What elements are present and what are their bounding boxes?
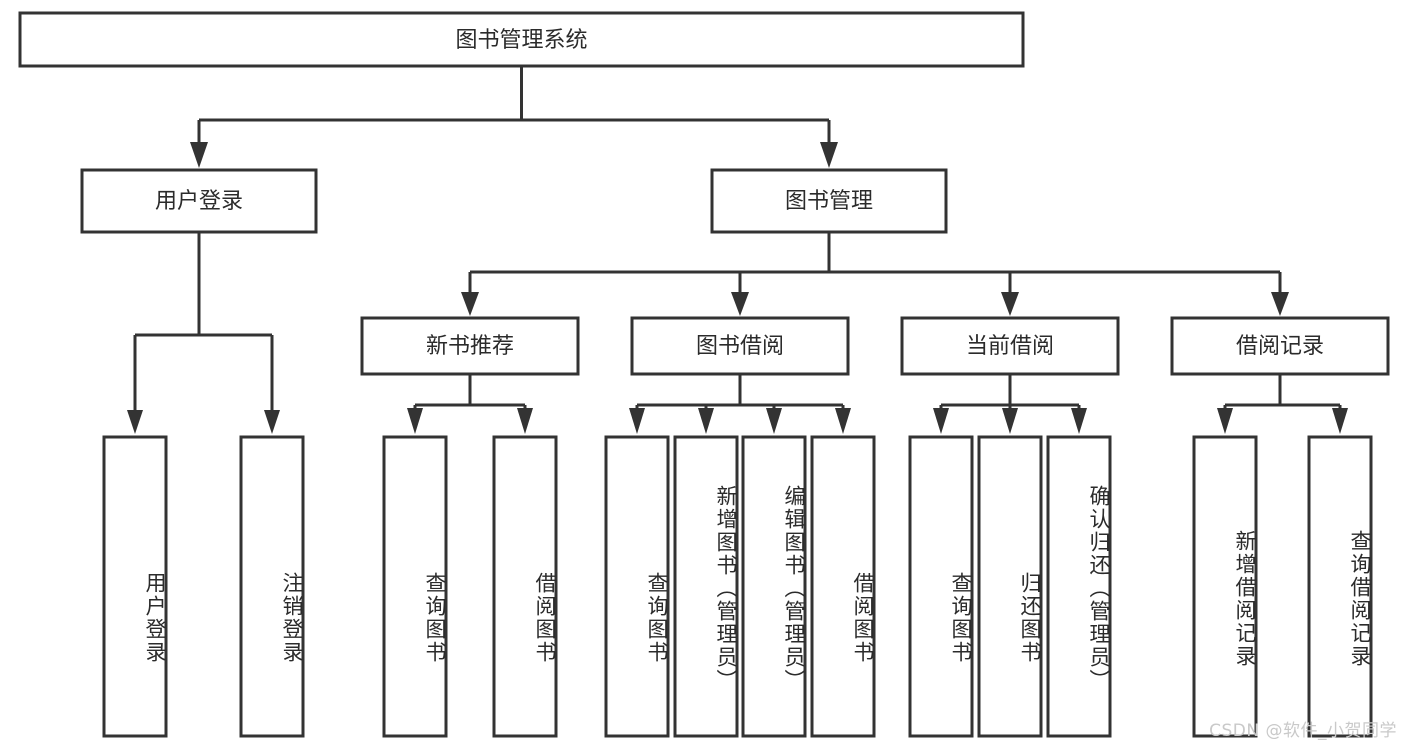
arrowhead-br-leaf2 [1332, 408, 1348, 434]
arrowhead-leaf-logout [264, 410, 280, 434]
leaf-rect-book-borrow-4[interactable] [810, 435, 876, 738]
node-user-login-rect[interactable] [80, 168, 318, 234]
arrowhead-new-book [461, 292, 479, 316]
arrowhead-book-manage [820, 142, 838, 168]
arrowhead-bb-leaf2 [698, 408, 714, 434]
arrowhead-nb-leaf2 [517, 408, 533, 434]
leaf-rect-book-borrow-2[interactable] [673, 435, 739, 738]
arrowhead-cb-leaf3 [1071, 408, 1087, 434]
node-book-borrow-rect[interactable] [630, 316, 850, 376]
arrowhead-leaf-user-login [127, 410, 143, 434]
node-borrow-record-label: 借阅记录 [1236, 334, 1324, 359]
node-borrow-record[interactable]: 借阅记录 [1170, 316, 1390, 376]
leaf-rect-new-book-2[interactable] [492, 435, 558, 738]
leaf-rect-current-borrow-2[interactable] [977, 435, 1043, 738]
node-borrow-record-rect[interactable] [1170, 316, 1390, 376]
arrowhead-nb-leaf1 [407, 408, 423, 434]
arrowhead-current-borrow [1001, 292, 1019, 316]
connector-layer [127, 66, 1348, 434]
node-new-book-recommend[interactable]: 新书推荐 [360, 316, 580, 376]
arrowhead-user-login [190, 142, 208, 168]
leaf-rect-new-book-1[interactable] [382, 435, 448, 738]
arrowhead-cb-leaf2 [1002, 408, 1018, 434]
arrowhead-bb-leaf3 [766, 408, 782, 434]
node-root[interactable]: 图书管理系统 [18, 11, 1025, 68]
arrowhead-br-leaf1 [1217, 408, 1233, 434]
node-book-borrow-label: 图书借阅 [696, 334, 784, 359]
csdn-watermark: CSDN @软件_小贺同学 [1209, 721, 1397, 741]
node-user-login-label: 用户登录 [155, 189, 243, 214]
leaf-rect-borrow-record-2[interactable] [1307, 435, 1373, 738]
leaf-rect-borrow-record-1[interactable] [1192, 435, 1258, 738]
node-book-manage-label: 图书管理 [785, 189, 873, 214]
node-root-label: 图书管理系统 [455, 28, 587, 53]
leaf-rect-user-login-1[interactable] [102, 435, 168, 738]
arrowhead-borrow-record [1271, 292, 1289, 316]
arrowhead-book-borrow [731, 292, 749, 316]
node-root-rect[interactable] [18, 11, 1025, 68]
arrowhead-cb-leaf1 [933, 408, 949, 434]
node-current-borrow[interactable]: 当前借阅 [900, 316, 1120, 376]
leaf-rect-user-login-2[interactable] [239, 435, 305, 738]
node-book-manage-rect[interactable] [710, 168, 948, 234]
node-user-login[interactable]: 用户登录 [80, 168, 318, 234]
node-new-book-recommend-label: 新书推荐 [426, 334, 514, 359]
node-new-book-recommend-rect[interactable] [360, 316, 580, 376]
node-book-borrow[interactable]: 图书借阅 [630, 316, 850, 376]
leaf-rect-book-borrow-3[interactable] [741, 435, 807, 738]
node-current-borrow-label: 当前借阅 [966, 334, 1054, 359]
leaf-rect-current-borrow-3[interactable] [1046, 435, 1112, 738]
node-layer: 图书管理系统 用户登录 图书管理 新书推荐 图书借阅 当前 [18, 11, 1390, 738]
node-book-manage[interactable]: 图书管理 [710, 168, 948, 234]
node-current-borrow-rect[interactable] [900, 316, 1120, 376]
arrowhead-bb-leaf1 [629, 408, 645, 434]
leaf-rect-book-borrow-1[interactable] [604, 435, 670, 738]
arrowhead-bb-leaf4 [835, 408, 851, 434]
leaf-rect-current-borrow-1[interactable] [908, 435, 974, 738]
